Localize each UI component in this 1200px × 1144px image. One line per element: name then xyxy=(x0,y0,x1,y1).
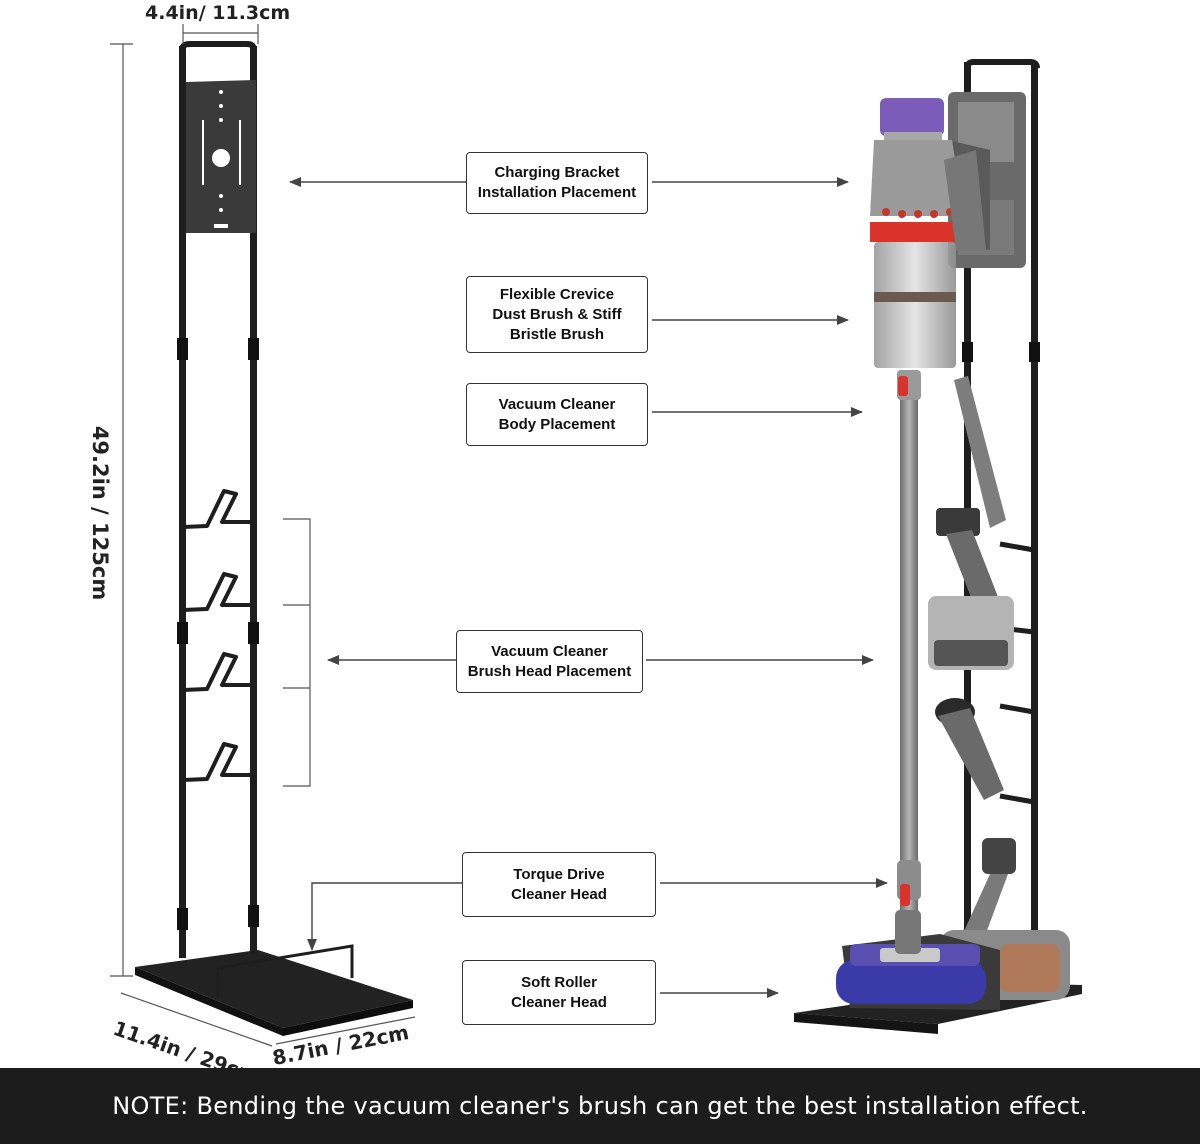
label-crevice-brush: Flexible Crevice Dust Brush & Stiff Bris… xyxy=(466,276,648,353)
note-bar: NOTE: Bending the vacuum cleaner's brush… xyxy=(0,1068,1200,1144)
height-dimension: 49.2in / 125cm xyxy=(88,425,112,601)
pointer-arrows xyxy=(289,177,888,998)
label-soft-roller: Soft Roller Cleaner Head xyxy=(462,960,656,1025)
left-upright xyxy=(179,46,186,958)
left-stand-base xyxy=(135,950,413,1028)
label-charging-bracket: Charging Bracket Installation Placement xyxy=(466,152,648,214)
label-torque-drive: Torque Drive Cleaner Head xyxy=(462,852,656,917)
dimension-lines xyxy=(110,24,416,1047)
label-body-placement: Vacuum Cleaner Body Placement xyxy=(466,383,648,446)
width-top-dimension: 4.4in/ 11.3cm xyxy=(145,2,291,24)
left-stand xyxy=(135,41,413,1036)
brush-hooks xyxy=(182,489,256,782)
vacuum-wand xyxy=(900,390,918,950)
right-upright xyxy=(250,46,257,954)
right-stand xyxy=(794,59,1082,1034)
vacuum-roller xyxy=(836,960,986,1004)
vacuum-filter xyxy=(880,98,944,136)
note-text: NOTE: Bending the vacuum cleaner's brush… xyxy=(112,1092,1088,1120)
label-brush-head-placement: Vacuum Cleaner Brush Head Placement xyxy=(456,630,643,693)
